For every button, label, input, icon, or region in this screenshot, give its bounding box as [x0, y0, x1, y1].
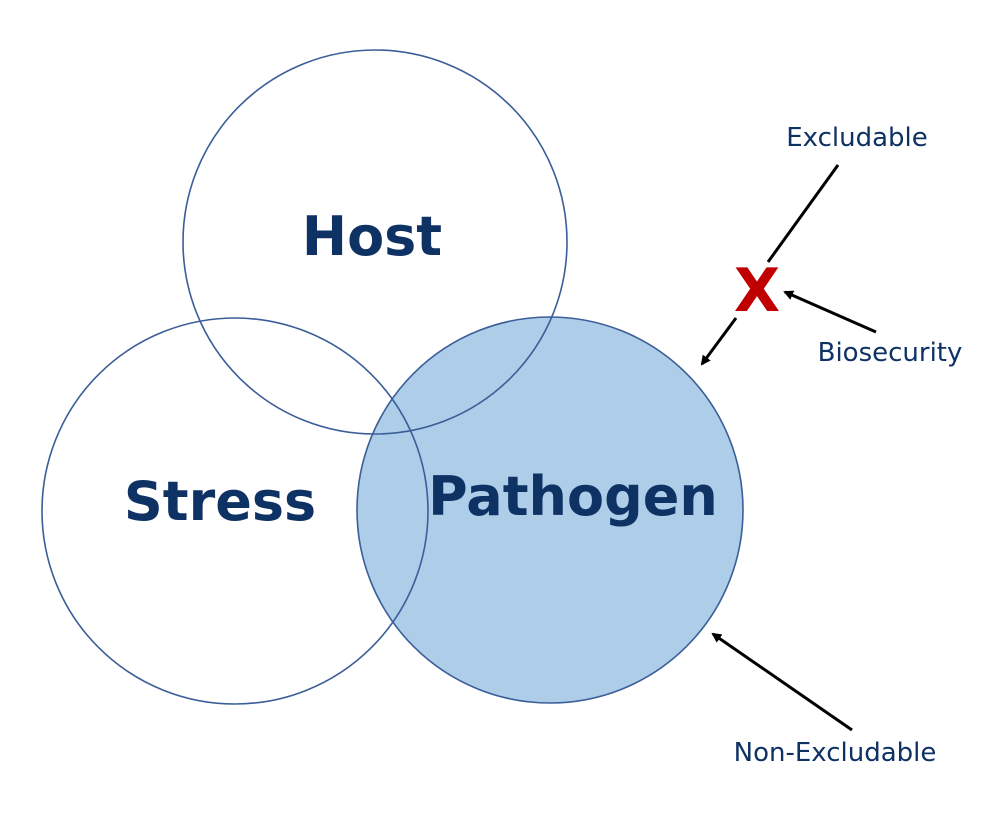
non-excludable-arrow — [711, 632, 853, 732]
stress-circle — [41, 317, 429, 705]
pathogen-label: Pathogen — [428, 465, 718, 528]
block-x-mark: X — [734, 256, 780, 326]
excludable-arrow-lower — [700, 317, 738, 366]
non-excludable-label: Non-Excludable — [734, 738, 937, 768]
stress-label: Stress — [124, 470, 316, 533]
biosecurity-label: Biosecurity — [818, 338, 963, 368]
host-circle — [182, 49, 568, 435]
pathogen-circle — [356, 316, 744, 704]
excludable-label: Excludable — [786, 123, 928, 153]
excludable-arrow-upper — [766, 164, 840, 263]
biosecurity-arrow — [783, 290, 877, 334]
host-label: Host — [302, 205, 442, 268]
